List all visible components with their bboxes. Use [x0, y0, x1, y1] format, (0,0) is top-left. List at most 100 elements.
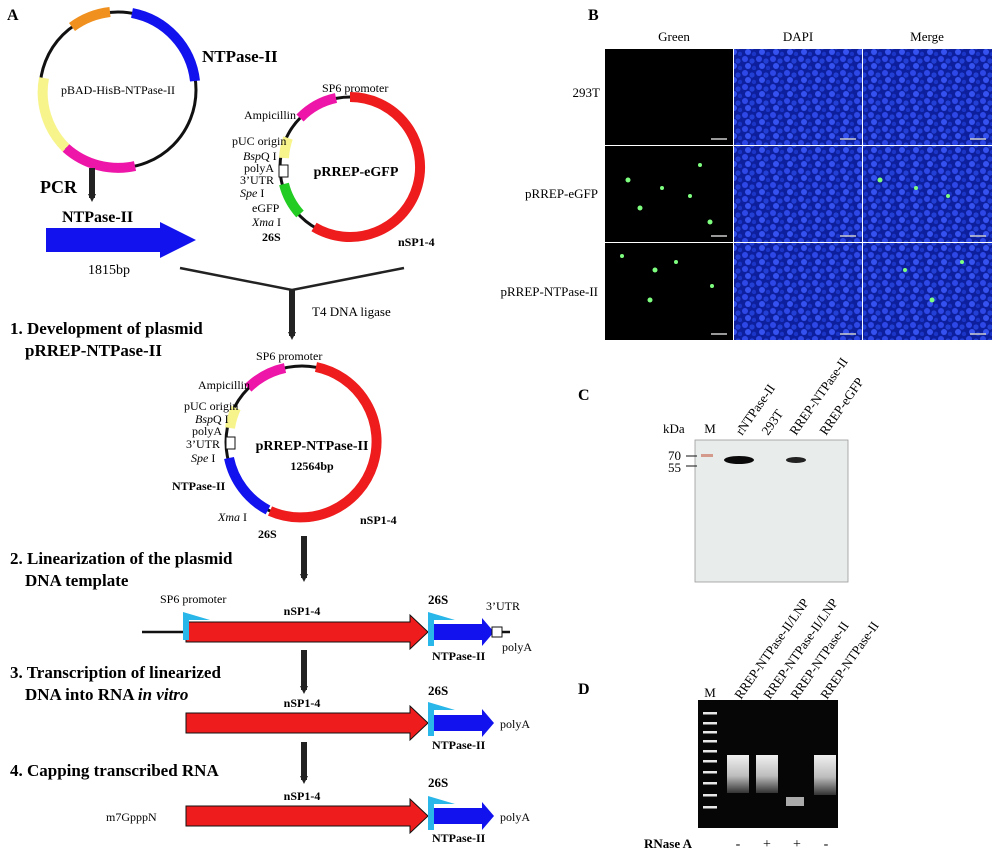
- plasmid3-utr: 3’UTR: [186, 437, 220, 451]
- step1-line1: 1. Development of plasmid: [10, 319, 203, 338]
- plasmid-prrep-ntpase: pRREP-NTPase-II 12564bp: [224, 362, 382, 523]
- linear-insert: NTPase-II: [432, 649, 486, 663]
- plasmid2-spe: Spe I: [240, 186, 264, 200]
- rna-polya: polyA: [500, 717, 530, 731]
- linear-nsp: nSP1-4: [284, 604, 321, 618]
- rna-26s: 26S: [428, 683, 448, 698]
- capped-rna: [185, 796, 494, 835]
- step2-line1: 2. Linearization of the plasmid: [10, 549, 233, 568]
- plasmid3-insert: NTPase-II: [172, 479, 226, 493]
- merge-lines: [179, 266, 405, 292]
- img-dapi-293t: [734, 49, 862, 145]
- pcr-label: PCR: [40, 177, 78, 197]
- rnase-label: RNase A: [644, 836, 693, 851]
- plasmid3-xma: Xma I: [217, 510, 247, 524]
- plasmid2-xma: Xma I: [251, 215, 281, 229]
- marker-band: [701, 454, 713, 457]
- img-merge-293t: [863, 49, 992, 145]
- gel-ladder: [703, 712, 717, 809]
- panel-label-a: A: [7, 7, 19, 24]
- rnase-1: -: [736, 837, 741, 852]
- gel-lane-2-band: [756, 755, 778, 793]
- mw-55: 55: [668, 460, 681, 475]
- plasmid2-promoter: SP6 promoter: [322, 81, 388, 95]
- col-green: Green: [658, 29, 690, 44]
- rna-insert: NTPase-II: [432, 738, 486, 752]
- mw-70: 70: [668, 448, 681, 463]
- ligase-label: T4 DNA ligase: [312, 304, 391, 319]
- plasmid2-puc: pUC origin: [232, 134, 286, 148]
- plasmid2-bspq: BspQ I: [243, 149, 277, 163]
- band-rntpase: [724, 456, 754, 464]
- gel-marker: M: [704, 685, 716, 700]
- plasmid2-nsp: nSP1-4: [398, 235, 435, 249]
- kda-label: kDa: [663, 421, 685, 436]
- linear-sp6: SP6 promoter: [160, 592, 226, 606]
- linear-dna: [142, 612, 510, 651]
- plasmid1-insert: NTPase-II: [202, 47, 278, 66]
- img-dapi-egfp: [734, 146, 862, 242]
- panel-label-d: D: [578, 681, 590, 698]
- pcr-product: NTPase-II: [62, 209, 133, 226]
- linear-26s: 26S: [428, 592, 448, 607]
- capped-26s: 26S: [428, 775, 448, 790]
- capped-nsp: nSP1-4: [284, 789, 321, 803]
- img-merge-ntpase: [863, 243, 992, 340]
- plasmid3-polya: polyA: [192, 424, 222, 438]
- plasmid3-spe: Spe I: [191, 451, 215, 465]
- img-green-ntpase: [605, 243, 733, 340]
- col-dapi: DAPI: [783, 29, 813, 44]
- rnase-2: +: [763, 837, 771, 852]
- step2-line2: DNA template: [25, 571, 129, 590]
- step4-line1: 4. Capping transcribed RNA: [10, 761, 219, 780]
- row-293t: 293T: [573, 85, 601, 100]
- img-green-293t: [605, 49, 733, 145]
- step1-line2: pRREP-NTPase-II: [25, 341, 162, 360]
- plasmid3-puc: pUC origin: [184, 399, 238, 413]
- plasmid-pbad: pBAD-HisB-NTPase-II: [37, 7, 200, 173]
- panel-label-b: B: [588, 7, 599, 24]
- blot-marker: M: [704, 421, 716, 436]
- rna-nsp: nSP1-4: [284, 696, 321, 710]
- plasmid3-26s: 26S: [258, 527, 277, 541]
- plasmid3-amp: Ampicillin: [198, 378, 250, 392]
- gel-lane-1-band: [727, 755, 749, 793]
- row-ntpase: pRREP-NTPase-II: [501, 284, 599, 299]
- img-green-egfp: [605, 146, 733, 242]
- plasmid3-size: 12564bp: [290, 459, 334, 473]
- panel-label-c: C: [578, 387, 590, 404]
- rnase-4: -: [824, 837, 829, 852]
- plasmid3-name: pRREP-NTPase-II: [256, 439, 369, 454]
- gel-lane-4-band: [814, 755, 836, 795]
- plasmid2-amp: Ampicillin: [244, 108, 296, 122]
- rna-transcript: [185, 702, 494, 742]
- capped-polya: polyA: [500, 810, 530, 824]
- plasmid3-nsp: nSP1-4: [360, 513, 397, 527]
- capped-cap: m7GpppN: [106, 810, 157, 824]
- pcr-size: 1815bp: [88, 263, 130, 278]
- plasmid3-bspq: BspQ I: [195, 412, 229, 426]
- linear-utr: 3’UTR: [486, 599, 520, 613]
- step3-line1: 3. Transcription of linearized: [10, 663, 221, 682]
- img-dapi-ntpase: [734, 243, 862, 340]
- plasmid2-egfp: eGFP: [252, 201, 280, 215]
- row-egfp: pRREP-eGFP: [525, 186, 598, 201]
- plasmid3-promoter: SP6 promoter: [256, 349, 322, 363]
- capped-insert: NTPase-II: [432, 831, 486, 845]
- band-rrep-ntpase: [786, 457, 806, 463]
- img-merge-egfp: [863, 146, 992, 242]
- ntpase-block-arrow: [46, 222, 196, 258]
- gel-lane-3-band: [786, 797, 804, 806]
- linear-polya: polyA: [502, 640, 532, 654]
- microscopy-grid: [605, 49, 992, 340]
- plasmid1-name: pBAD-HisB-NTPase-II: [61, 83, 175, 97]
- western-blot: [694, 439, 849, 583]
- plasmid2-26s: 26S: [262, 230, 281, 244]
- plasmid-prrep-egfp: pRREP-eGFP: [278, 92, 426, 242]
- plasmid2-name: pRREP-eGFP: [314, 165, 399, 180]
- plasmid2-utr: 3’UTR: [240, 173, 274, 187]
- plasmid2-polya: polyA: [244, 161, 274, 175]
- rnase-3: +: [793, 837, 801, 852]
- col-merge: Merge: [910, 29, 944, 44]
